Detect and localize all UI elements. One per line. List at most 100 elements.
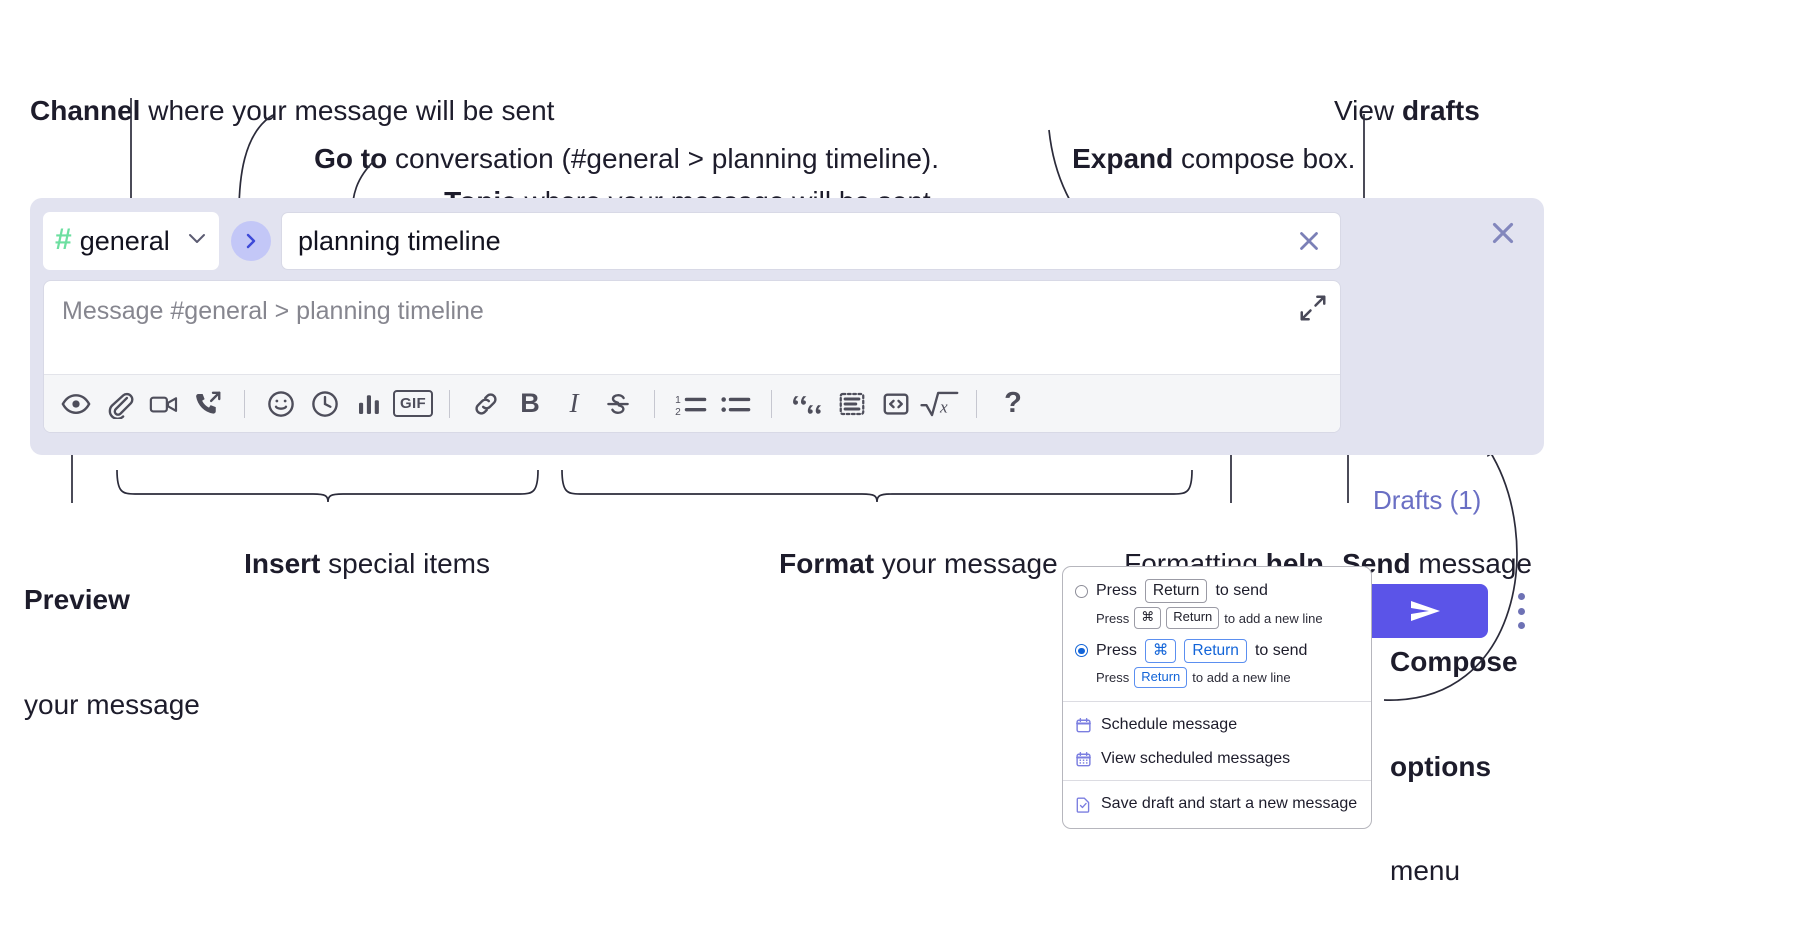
menu-item-save-draft[interactable]: Save draft and start a new message [1063, 787, 1371, 821]
code-block-icon[interactable] [830, 382, 874, 426]
annotation-goto-rest: conversation (#general > planning timeli… [387, 143, 939, 175]
option-cmd-return-to-send[interactable]: Press ⌘ Return to send [1063, 637, 1371, 664]
annotation-preview-bold: Preview [24, 583, 130, 615]
annotation-goto: Go to conversation (#general > planning … [283, 106, 939, 212]
separator-1 [244, 389, 245, 418]
option-return-to-send[interactable]: Press Return to send [1063, 577, 1371, 604]
annotation-insert: Insert special items [213, 511, 490, 617]
option-1-sub-post: to add a new line [1224, 610, 1323, 626]
goto-arrow-icon [246, 233, 256, 249]
italic-icon[interactable]: I [569, 388, 579, 418]
video-icon[interactable] [142, 382, 186, 426]
save-draft-icon [1075, 796, 1092, 813]
option-2-pre: Press [1096, 641, 1137, 659]
message-placeholder: Message #general > planning timeline [62, 297, 484, 325]
annotation-format-rest: your message [874, 548, 1058, 580]
svg-text:1: 1 [675, 394, 681, 405]
menu-divider-1 [1063, 701, 1371, 703]
goto-conversation-button[interactable] [231, 221, 271, 261]
kebab-dot-1 [1517, 593, 1525, 600]
svg-text:x: x [939, 397, 948, 416]
ordered-list-icon[interactable]: 1 2 [669, 382, 713, 426]
option-2-post: to send [1254, 641, 1308, 659]
channel-selector[interactable]: # general [43, 212, 219, 270]
key-return-sub: Return [1166, 607, 1220, 629]
separator-2 [449, 389, 450, 418]
bold-icon[interactable]: B [520, 388, 540, 418]
annotation-compose-options-bold2: options [1390, 750, 1492, 782]
option-1-subtext: Press ⌘ Return to add a new line [1063, 604, 1371, 632]
separator-5 [976, 389, 977, 418]
key-return-selected: Return [1184, 638, 1247, 663]
annotation-insert-rest: special items [320, 548, 490, 580]
option-2-subtext: Press Return to add a new line [1063, 664, 1371, 692]
annotation-channel-bold: Channel [30, 94, 141, 126]
topic-field[interactable]: planning timeline [281, 212, 1341, 270]
option-1-post: to send [1215, 582, 1268, 600]
menu-draft-group: Save draft and start a new message [1063, 781, 1371, 828]
kebab-dot-3 [1517, 622, 1525, 629]
formatting-toolbar: GIF B I [44, 374, 1340, 432]
hash-icon: # [55, 223, 72, 256]
expand-icon[interactable] [1298, 293, 1328, 323]
option-1-pre: Press [1096, 582, 1137, 600]
recent-icon[interactable] [303, 382, 347, 426]
annotation-expand-rest: compose box. [1173, 143, 1356, 175]
compose-top-row: # general planning timeline [43, 212, 1341, 270]
annotation-expand: Expand compose box. [1041, 106, 1355, 212]
poll-icon[interactable] [347, 382, 391, 426]
separator-3 [654, 389, 655, 418]
menu-schedule-group: Schedule message [1063, 702, 1371, 780]
radio-cmd-return-to-send[interactable] [1075, 644, 1088, 658]
emoji-icon[interactable] [259, 382, 303, 426]
latex-icon[interactable]: x [918, 382, 962, 426]
annotation-format-bold: Format [779, 548, 875, 580]
annotation-preview: Preview your message [24, 511, 200, 793]
send-shortcut-options: Press Return to send Press ⌘ Return to a… [1063, 567, 1371, 701]
option-1-sub-pre: Press [1096, 610, 1130, 626]
menu-divider-2 [1063, 780, 1371, 782]
compose-options-menu: Press Return to send Press ⌘ Return to a… [1062, 566, 1372, 830]
svg-text:2: 2 [675, 406, 681, 417]
formatting-help-icon[interactable]: ? [1004, 387, 1022, 419]
menu-item-view-scheduled[interactable]: View scheduled messages [1063, 742, 1371, 776]
send-button[interactable] [1362, 584, 1488, 638]
panel-close-icon[interactable] [1486, 216, 1520, 250]
annotation-channel-rest: where your message will be sent [140, 94, 555, 126]
strikethrough-icon[interactable] [596, 382, 640, 426]
menu-item-view-scheduled-label: View scheduled messages [1101, 750, 1291, 768]
preview-icon[interactable] [54, 382, 98, 426]
compose-options-button[interactable] [1508, 590, 1534, 632]
topic-clear-icon[interactable] [1292, 224, 1326, 258]
option-2-sub-post: to add a new line [1192, 670, 1291, 686]
attachment-icon[interactable] [98, 382, 142, 426]
send-icon [1411, 601, 1440, 621]
link-icon[interactable] [464, 382, 508, 426]
code-icon[interactable] [874, 382, 918, 426]
annotation-goto-bold: Go to [314, 143, 388, 175]
topic-value: planning timeline [298, 225, 501, 256]
calendar-icon [1075, 717, 1092, 734]
annotation-expand-bold: Expand [1072, 143, 1174, 175]
gif-icon[interactable]: GIF [391, 382, 435, 426]
radio-return-to-send[interactable] [1075, 584, 1088, 598]
drafts-link[interactable]: Drafts (1) [1373, 485, 1482, 515]
blockquote-icon[interactable] [786, 382, 830, 426]
message-input-area[interactable]: Message #general > planning timeline [44, 281, 1340, 374]
chevron-down-icon [187, 230, 207, 249]
key-cmd-selected: ⌘ [1144, 638, 1177, 663]
compose-panel: Drafts (1) # general [30, 198, 1544, 638]
kebab-dot-2 [1517, 607, 1525, 615]
message-box: Message #general > planning timeline [43, 280, 1341, 433]
annotation-drafts-plain: View [1334, 94, 1402, 126]
calendar-grid-icon [1075, 751, 1092, 768]
channel-name: general [79, 225, 170, 256]
annotation-format: Format your message [748, 511, 1058, 617]
bulleted-list-icon[interactable] [713, 382, 757, 426]
huddle-icon[interactable] [186, 382, 230, 426]
key-return-sub-2: Return [1134, 667, 1188, 689]
annotation-preview-line2: your message [24, 689, 200, 721]
menu-item-schedule-message[interactable]: Schedule message [1063, 708, 1371, 742]
annotation-insert-bold: Insert [244, 548, 321, 580]
